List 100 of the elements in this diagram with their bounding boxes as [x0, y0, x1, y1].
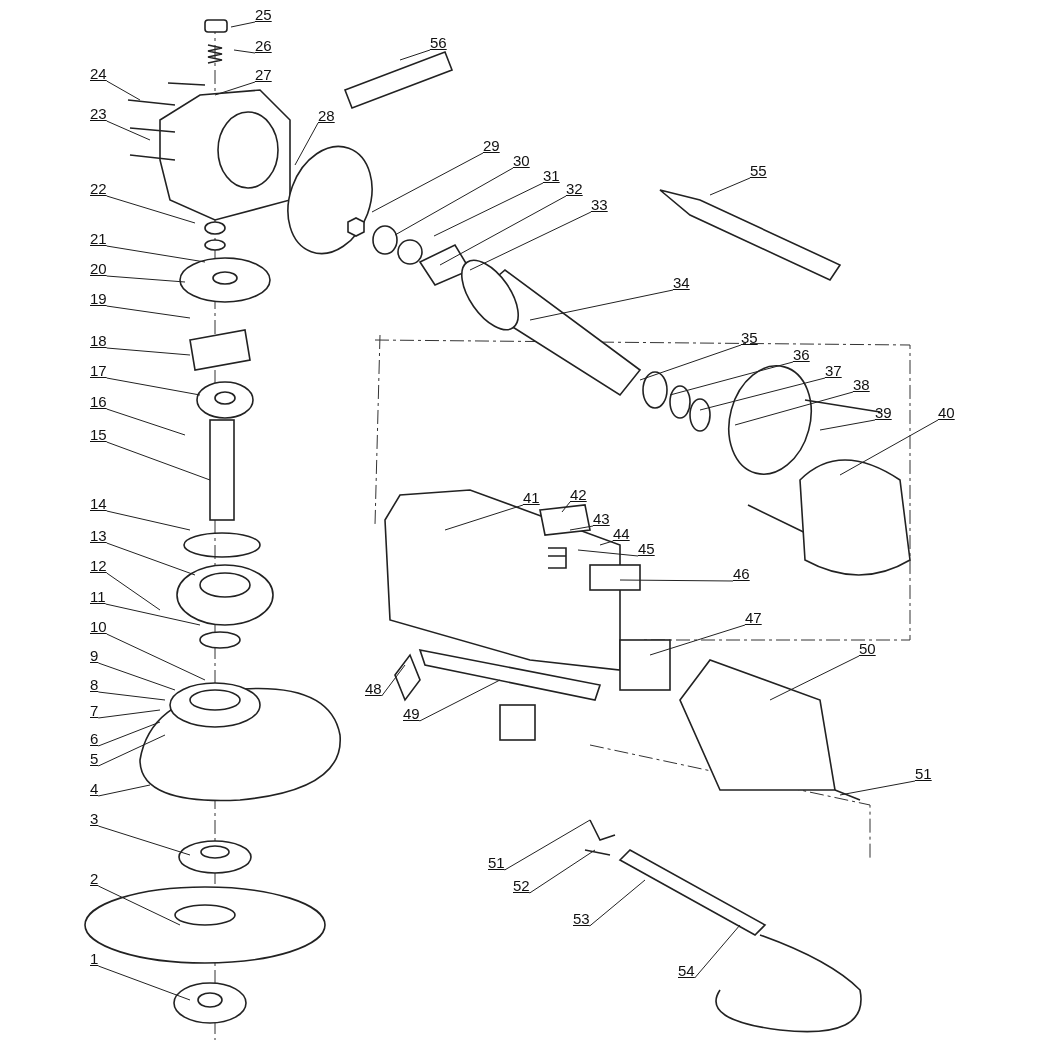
callout-number: 32	[566, 180, 583, 197]
leader-line	[214, 81, 256, 96]
leader-line	[97, 691, 166, 701]
leader-line	[504, 819, 591, 871]
leader-line	[97, 825, 191, 856]
callout-number: 43	[593, 510, 610, 527]
leader-line	[106, 80, 141, 101]
leader-line	[233, 49, 256, 54]
callout-number: 21	[90, 230, 107, 247]
leader-line	[529, 289, 674, 321]
leader-line	[106, 377, 201, 396]
callout-number: 48	[365, 680, 382, 697]
callout-number: 41	[523, 489, 540, 506]
callout-number: 47	[745, 609, 762, 626]
leader-line	[444, 504, 524, 531]
leader-line	[97, 662, 176, 691]
callout-number: 26	[255, 37, 272, 54]
leader-line	[381, 664, 406, 697]
leader-line	[589, 879, 646, 927]
callout-number: 5	[90, 750, 99, 767]
leader-line	[394, 167, 514, 236]
callout-number: 8	[90, 676, 99, 693]
callout-number: 16	[90, 393, 107, 410]
callout-number: 39	[875, 404, 892, 421]
callout-number: 12	[90, 557, 107, 574]
callout-number: 23	[90, 105, 107, 122]
leader-line	[639, 344, 742, 381]
leader-line	[97, 734, 166, 767]
callout-number: 24	[90, 65, 107, 82]
callout-number: 9	[90, 647, 99, 664]
leader-line	[399, 49, 431, 61]
leader-line	[469, 211, 592, 271]
callout-number: 37	[825, 362, 842, 379]
leader-line	[106, 510, 191, 531]
callout-number: 30	[513, 152, 530, 169]
callout-number: 52	[513, 877, 530, 894]
callout-number: 45	[638, 540, 655, 557]
callout-number: 19	[90, 290, 107, 307]
callout-number: 33	[591, 196, 608, 213]
leader-line	[97, 965, 191, 1001]
leader-line	[839, 419, 939, 476]
leader-line	[230, 21, 256, 28]
leader-line	[433, 182, 544, 237]
leader-line	[106, 245, 206, 263]
callout-number: 3	[90, 810, 99, 827]
leader-line	[769, 655, 860, 701]
callout-number: 18	[90, 332, 107, 349]
callout-number: 34	[673, 274, 690, 291]
callout-number: 13	[90, 527, 107, 544]
callout-number: 42	[570, 486, 587, 503]
leader-line	[106, 572, 161, 611]
callout-number: 35	[741, 329, 758, 346]
leader-line	[106, 633, 206, 681]
leader-line	[106, 275, 186, 283]
leader-line	[106, 305, 191, 319]
callout-number: 25	[255, 6, 272, 23]
leader-line	[734, 391, 854, 426]
leader-line	[599, 540, 614, 546]
leader-line	[669, 361, 794, 396]
callout-number: 40	[938, 404, 955, 421]
leader-line	[619, 579, 734, 582]
leader-line	[561, 501, 571, 513]
leader-line	[694, 924, 741, 979]
callout-number: 38	[853, 376, 870, 393]
leader-line	[699, 377, 826, 411]
leader-line	[419, 679, 501, 722]
leader-line	[97, 709, 161, 719]
leader-line	[106, 195, 196, 224]
callout-number: 2	[90, 870, 99, 887]
callout-number: 7	[90, 702, 99, 719]
leader-line	[569, 525, 594, 531]
leader-line	[106, 347, 191, 356]
callout-number: 6	[90, 730, 99, 747]
leader-line	[709, 177, 751, 196]
callout-number: 29	[483, 137, 500, 154]
callout-number: 51	[915, 765, 932, 782]
callout-number: 27	[255, 66, 272, 83]
leader-line	[106, 441, 211, 481]
callout-number: 11	[90, 588, 106, 605]
callout-number: 46	[733, 565, 750, 582]
callout-number: 49	[403, 705, 420, 722]
leader-line	[439, 195, 567, 266]
callout-number: 51	[488, 854, 505, 871]
callout-number: 15	[90, 426, 107, 443]
leader-line	[97, 784, 151, 797]
callout-number: 22	[90, 180, 107, 197]
callout-number: 1	[90, 950, 99, 967]
leader-line	[839, 780, 916, 796]
leader-line	[819, 419, 876, 431]
callout-number: 14	[90, 495, 107, 512]
leader-line	[577, 549, 639, 557]
callout-number: 36	[793, 346, 810, 363]
callout-number: 50	[859, 640, 876, 657]
callout-number: 4	[90, 780, 99, 797]
leader-line	[106, 542, 196, 576]
leader-line	[649, 624, 746, 656]
leader-line	[106, 120, 151, 141]
callout-number: 53	[573, 910, 590, 927]
leader-line	[529, 849, 596, 894]
callout-number: 31	[543, 167, 560, 184]
